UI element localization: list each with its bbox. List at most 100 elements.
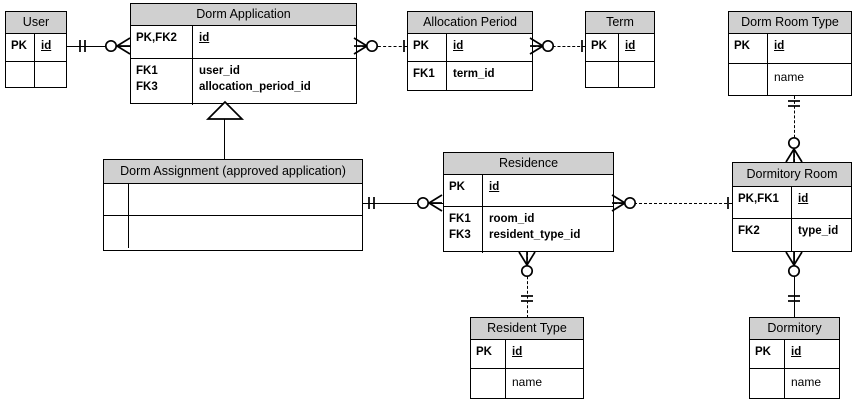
entity-user-row: PK id (6, 34, 66, 61)
entity-user[interactable]: User PK id (5, 11, 67, 88)
entity-dormitory-room-row: PK,FK1 id (733, 187, 851, 218)
entity-dormitory-room-row-key: FK2 (733, 219, 792, 251)
entity-dorm-application-title: Dorm Application (131, 4, 356, 26)
entity-dormitory-room-title: Dormitory Room (733, 163, 851, 187)
entity-user-row-attr: id (41, 40, 52, 52)
entity-term-title: Term (586, 12, 654, 34)
entity-term-row: PK id (586, 34, 654, 61)
entity-dormitory[interactable]: Dormitory PK id name (749, 317, 840, 399)
entity-dorm-application-row-attr: user_id allocation_period_id (199, 65, 311, 93)
entity-allocation-period-row-key: PK (408, 34, 447, 61)
entity-term-row (586, 61, 654, 87)
entity-residence-row-key: FK1 FK3 (444, 207, 483, 253)
cardinality-zero-or-many-icon (353, 37, 379, 55)
connector-dorm-application-allocation-period (357, 46, 407, 47)
entity-residence-row-attr: id (489, 181, 500, 193)
entity-dorm-application-row: PK,FK2 id (131, 26, 356, 58)
entity-user-row-key (6, 62, 35, 87)
entity-allocation-period[interactable]: Allocation Period PK id FK1 term_id (407, 11, 533, 91)
entity-dorm-room-type-row: PK id (729, 34, 851, 63)
entity-dormitory-row-attr: id (791, 346, 802, 358)
entity-dormitory-title: Dormitory (750, 318, 839, 340)
entity-dorm-assignment-row (104, 184, 362, 215)
cardinality-zero-or-many-icon (611, 194, 637, 212)
entity-user-title: User (6, 12, 66, 34)
entity-dorm-room-type-row: name (729, 63, 851, 95)
entity-allocation-period-row: FK1 term_id (408, 61, 532, 90)
entity-allocation-period-title: Allocation Period (408, 12, 532, 34)
entity-resident-type[interactable]: Resident Type PK id name (470, 317, 584, 399)
entity-dormitory-room-row-key: PK,FK1 (733, 187, 792, 218)
entity-dormitory-room[interactable]: Dormitory Room PK,FK1 id FK2 type_id (732, 162, 852, 252)
entity-dorm-assignment-row-key (104, 184, 129, 215)
entity-dorm-assignment-title: Dorm Assignment (approved application) (104, 160, 362, 184)
entity-dorm-assignment-row (104, 215, 362, 248)
entity-dorm-room-type-title: Dorm Room Type (729, 12, 851, 34)
connector-dormitory-room-dormitory (794, 252, 795, 318)
entity-dorm-assignment-row-attr (129, 216, 362, 248)
entity-resident-type-title: Resident Type (471, 318, 583, 340)
cardinality-zero-or-many-icon (785, 251, 803, 278)
connector-allocation-period-term (533, 46, 585, 47)
entity-term-row-key: PK (586, 34, 619, 61)
cardinality-one-icon (581, 40, 583, 52)
entity-dorm-application-row-attr: id (199, 32, 210, 44)
entity-dorm-room-type-row-key (729, 64, 768, 95)
entity-dormitory-row-key: PK (750, 340, 785, 368)
connector-dorm-assignment-residence (363, 203, 443, 204)
entity-dormitory-row: PK id (750, 340, 839, 368)
cardinality-one-and-only-one-icon (788, 295, 800, 302)
cardinality-one-and-only-one-icon (521, 295, 533, 302)
entity-dormitory-room-row-attr: id (798, 193, 809, 205)
entity-dormitory-room-row: FK2 type_id (733, 218, 851, 251)
entity-user-row (6, 61, 66, 87)
entity-user-row-key: PK (6, 34, 35, 61)
cardinality-zero-or-many-icon (416, 194, 443, 212)
entity-resident-type-row-key (471, 369, 506, 398)
generalization-triangle-icon (205, 100, 245, 120)
entity-dorm-assignment[interactable]: Dorm Assignment (approved application) (103, 159, 363, 251)
cardinality-one-icon (727, 197, 729, 209)
cardinality-zero-or-many-icon (104, 37, 131, 55)
entity-residence-title: Residence (444, 153, 613, 175)
entity-residence-row: FK1 FK3 room_id resident_type_id (444, 206, 613, 253)
entity-dormitory-room-row-attr: type_id (798, 225, 839, 237)
cardinality-one-and-only-one-icon (788, 100, 800, 107)
entity-dorm-application-row-key: FK1 FK3 (131, 59, 193, 105)
entity-residence-row-key: PK (444, 175, 483, 206)
entity-dorm-assignment-row-key (104, 216, 129, 248)
entity-term[interactable]: Term PK id (585, 11, 655, 88)
connector-residence-dormitory-room (614, 203, 732, 204)
cardinality-one-and-only-one-icon (79, 40, 86, 52)
entity-resident-type-row-attr: name (512, 375, 543, 389)
connector-user-dorm-application (67, 46, 130, 47)
entity-user-row-attr (35, 62, 66, 87)
entity-dorm-room-type-row-attr: id (774, 40, 785, 52)
entity-resident-type-row-attr: id (512, 346, 523, 358)
entity-dorm-application[interactable]: Dorm Application PK,FK2 id FK1 FK3 user_… (130, 3, 357, 105)
entity-dormitory-row-attr: name (791, 375, 822, 389)
connector-generalization-line (224, 118, 225, 159)
entity-term-row-attr: id (625, 40, 636, 52)
entity-dormitory-row-key (750, 369, 785, 398)
cardinality-one-icon (403, 40, 405, 52)
entity-resident-type-row: PK id (471, 340, 583, 368)
entity-dormitory-row: name (750, 368, 839, 398)
cardinality-zero-or-many-icon (529, 37, 555, 55)
cardinality-zero-or-many-icon (785, 136, 803, 163)
entity-dorm-assignment-row-attr (129, 184, 362, 215)
entity-dorm-room-type-row-attr: name (774, 70, 805, 84)
entity-allocation-period-row-key: FK1 (408, 62, 447, 90)
entity-dorm-room-type[interactable]: Dorm Room Type PK id name (728, 11, 852, 96)
entity-dorm-room-type-row-key: PK (729, 34, 768, 63)
entity-allocation-period-row: PK id (408, 34, 532, 61)
entity-allocation-period-row-attr: id (453, 40, 464, 52)
connector-residence-resident-type (527, 252, 528, 318)
entity-residence-row: PK id (444, 175, 613, 206)
connector-dorm-room-type-dormitory-room (794, 96, 795, 162)
entity-term-row-key (586, 62, 619, 87)
entity-residence[interactable]: Residence PK id FK1 FK3 room_id resident… (443, 152, 614, 253)
entity-resident-type-row: name (471, 368, 583, 398)
entity-dorm-application-row: FK1 FK3 user_id allocation_period_id (131, 58, 356, 105)
